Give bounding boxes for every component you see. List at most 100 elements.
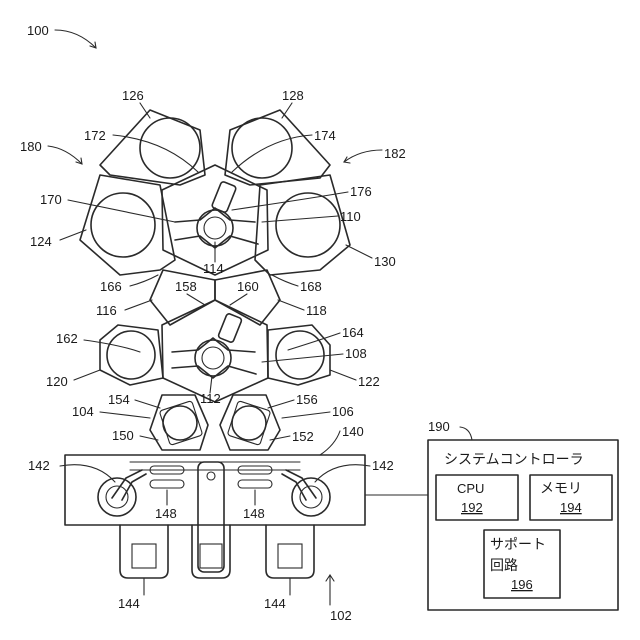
fi-center-post (198, 462, 224, 572)
label-142-left: 142 (28, 458, 50, 473)
chamber-122-wafer (276, 331, 324, 379)
controller-title: システムコントローラ (444, 452, 584, 468)
memory-number: 194 (560, 500, 582, 515)
foup-center-inner (200, 544, 222, 568)
leader-122 (330, 370, 356, 380)
leader-166 (130, 275, 158, 286)
support-number: 196 (511, 577, 533, 592)
label-158: 158 (175, 279, 197, 294)
leader-106 (282, 412, 330, 418)
lower-robot-arm (172, 338, 256, 378)
leader-158 (187, 294, 205, 305)
leader-172 (113, 135, 198, 172)
load-lock-right-inner (227, 401, 270, 446)
leader-174 (232, 135, 312, 172)
fi-robot-right-arm (282, 470, 316, 500)
chamber-130 (255, 175, 350, 275)
lower-robot-hub (195, 340, 231, 376)
chamber-122 (268, 325, 330, 385)
chamber-124 (80, 175, 175, 275)
label-126: 126 (122, 88, 144, 103)
leader-168 (272, 275, 298, 286)
leader-156 (268, 400, 294, 408)
label-174: 174 (314, 128, 336, 143)
chamber-130-wafer (276, 193, 340, 257)
foup-right (266, 525, 314, 578)
label-144-right: 144 (264, 596, 286, 611)
label-104: 104 (72, 404, 94, 419)
leader-162 (84, 340, 140, 352)
leader-152 (270, 436, 290, 440)
label-142-right: 142 (372, 458, 394, 473)
label-156: 156 (296, 392, 318, 407)
label-112: 112 (200, 391, 221, 406)
leader-190 (460, 427, 472, 440)
label-172: 172 (84, 128, 106, 143)
label-170: 170 (40, 192, 62, 207)
label-128: 128 (282, 88, 304, 103)
memory-label: メモリ (540, 481, 582, 497)
cpu-label: CPU (457, 481, 484, 496)
fi-robot-left-arm (112, 470, 146, 500)
label-106: 106 (332, 404, 354, 419)
leader-176 (232, 192, 348, 210)
leader-120 (74, 370, 100, 380)
fi-center-post-hole (207, 472, 215, 480)
chamber-126-wafer (140, 118, 200, 178)
leader-104 (100, 412, 150, 418)
leader-142-right (315, 465, 370, 482)
leader-140 (320, 431, 340, 455)
label-164: 164 (342, 325, 364, 340)
foup-left-inner (132, 544, 156, 568)
upper-robot-hub (197, 210, 233, 246)
leader-160 (230, 294, 247, 305)
label-118: 118 (306, 303, 327, 318)
chamber-120 (100, 325, 163, 385)
leader-180 (48, 146, 82, 164)
label-100: 100 (27, 23, 49, 38)
label-182: 182 (384, 146, 406, 161)
leader-182 (344, 150, 382, 162)
label-168: 168 (300, 279, 322, 294)
upper-robot-arm (175, 208, 258, 248)
label-148-left: 148 (155, 506, 177, 521)
label-154: 154 (108, 392, 130, 407)
leader-142-left (60, 465, 115, 482)
load-lock-right-wafer (232, 406, 266, 440)
label-148-right: 148 (243, 506, 265, 521)
foup-right-inner (278, 544, 302, 568)
label-144-left: 144 (118, 596, 140, 611)
leader-100 (55, 30, 96, 48)
load-lock-left-wafer (163, 406, 197, 440)
lower-robot-blade (218, 313, 243, 343)
upper-robot-hub-inner (204, 217, 226, 239)
chamber-120-wafer (107, 331, 155, 379)
lower-robot-hub-inner (202, 347, 224, 369)
label-122: 122 (358, 374, 380, 389)
fi-robot-left-inner (106, 486, 128, 508)
label-152: 152 (292, 429, 314, 444)
fi-robot-right-inner (300, 486, 322, 508)
label-166: 166 (100, 279, 122, 294)
label-114: 114 (203, 261, 224, 276)
label-160: 160 (237, 279, 259, 294)
label-162: 162 (56, 331, 78, 346)
foup-left (120, 525, 168, 578)
track-left-2 (150, 480, 184, 488)
chamber-128-wafer (232, 118, 292, 178)
label-150: 150 (112, 428, 134, 443)
cpu-number: 192 (461, 500, 483, 515)
leader-130 (346, 245, 372, 258)
label-110: 110 (340, 209, 361, 224)
label-124: 124 (30, 234, 52, 249)
label-102: 102 (330, 608, 352, 623)
label-190: 190 (428, 419, 450, 434)
label-140: 140 (342, 424, 364, 439)
leader-108 (262, 354, 343, 362)
chamber-126 (100, 110, 205, 185)
label-120: 120 (46, 374, 68, 389)
track-right-2 (238, 480, 272, 488)
leader-154 (135, 400, 160, 408)
leader-128 (282, 103, 292, 118)
